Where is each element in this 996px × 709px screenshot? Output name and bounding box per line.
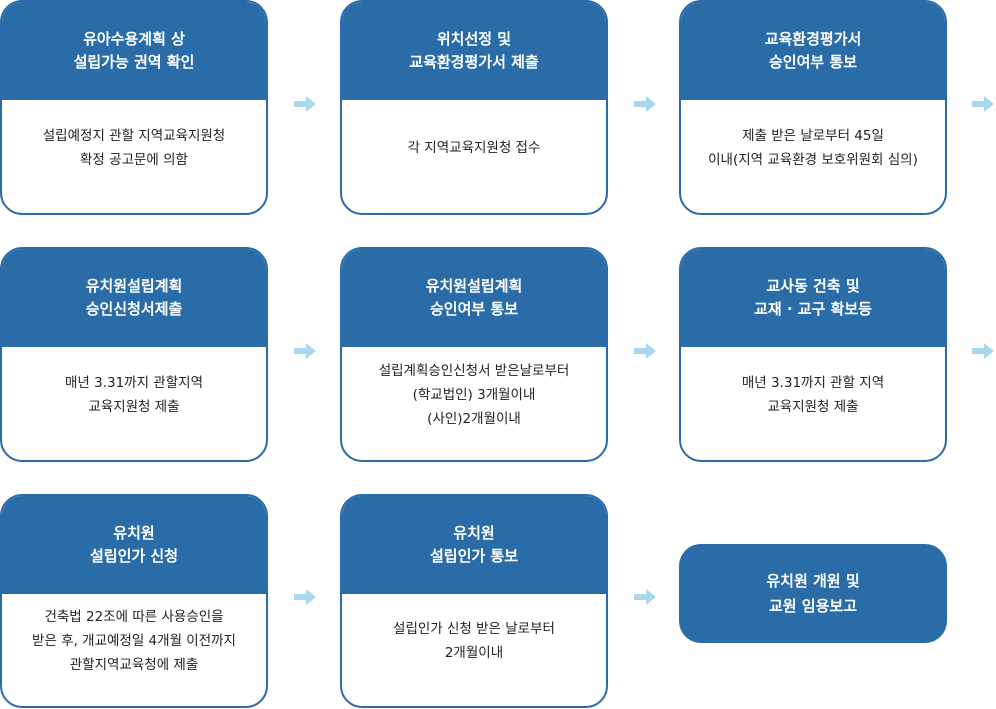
step-5: 유치원설립계획 승인여부 통보 설립계획승인신청서 받은날로부터 (학교법인) … <box>340 247 608 462</box>
final-step: 유치원 개원 및 교원 임용보고 <box>679 544 947 643</box>
step-description: 매년 3.31까지 관할지역 교육지원청 제출 <box>64 374 203 415</box>
step-description: 설립인가 신청 받은 날로부터 2개월이내 <box>393 621 555 661</box>
arrow-right-icon <box>972 96 994 112</box>
arrow-right-icon <box>634 96 656 112</box>
step-3: 교육환경평가서 승인여부 통보 제출 받은 날로부터 45일 이내(지역 교육환… <box>679 0 947 215</box>
step-title: 교육환경평가서 승인여부 통보 <box>681 2 945 100</box>
step-description: 매년 3.31까지 관할 지역 교육지원청 제출 <box>741 374 885 415</box>
step-1: 유아수용계획 상 설립가능 권역 확인 설립예정지 관할 지역교육지원청 확정 … <box>0 0 268 215</box>
arrow-right-icon <box>294 343 316 359</box>
step-title: 유치원 설립인가 통보 <box>342 496 606 594</box>
step-description: 제출 받은 날로부터 45일 이내(지역 교육환경 보호위원회 심의) <box>708 127 918 168</box>
arrow-right-icon <box>634 589 656 605</box>
step-title: 위치선정 및 교육환경평가서 제출 <box>342 2 606 100</box>
arrow-right-icon <box>294 589 316 605</box>
step-8: 유치원 설립인가 통보 설립인가 신청 받은 날로부터 2개월이내 <box>340 494 608 708</box>
step-title: 유아수용계획 상 설립가능 권역 확인 <box>2 2 266 100</box>
step-description: 각 지역교육지원청 접수 <box>407 139 541 156</box>
step-title: 유치원설립계획 승인신청서제출 <box>2 249 266 347</box>
step-title: 유치원설립계획 승인여부 통보 <box>342 249 606 347</box>
step-title: 교사동 건축 및 교재 · 교구 확보등 <box>681 249 945 347</box>
arrow-right-icon <box>634 343 656 359</box>
step-title: 유치원 설립인가 신청 <box>2 496 266 594</box>
step-description: 건축법 22조에 따른 사용승인을 받은 후, 개교예정일 4개월 이전까지 관… <box>32 609 236 673</box>
arrow-right-icon <box>972 343 994 359</box>
step-7: 유치원 설립인가 신청 건축법 22조에 따른 사용승인을 받은 후, 개교예정… <box>0 494 268 708</box>
step-2: 위치선정 및 교육환경평가서 제출 각 지역교육지원청 접수 <box>340 0 608 215</box>
step-description: 설립예정지 관할 지역교육지원청 확정 공고문에 의함 <box>42 127 226 168</box>
arrow-right-icon <box>294 96 316 112</box>
step-description: 설립계획승인신청서 받은날로부터 (학교법인) 3개월이내 (사인)2개월이내 <box>378 362 570 427</box>
step-6: 교사동 건축 및 교재 · 교구 확보등 매년 3.31까지 관할 지역 교육지… <box>679 247 947 462</box>
step-4: 유치원설립계획 승인신청서제출 매년 3.31까지 관할지역 교육지원청 제출 <box>0 247 268 462</box>
